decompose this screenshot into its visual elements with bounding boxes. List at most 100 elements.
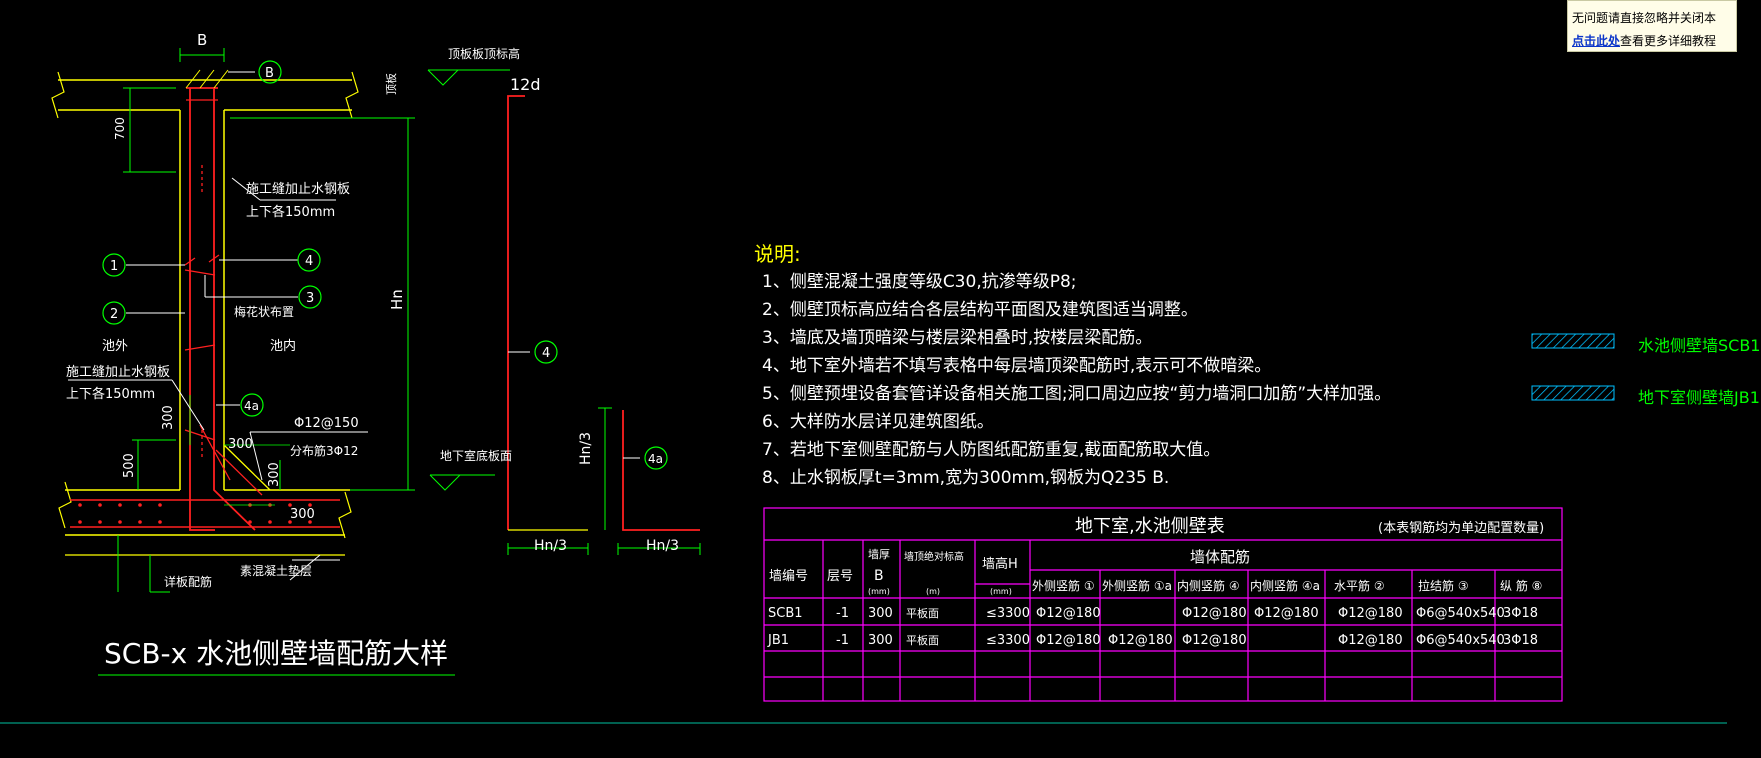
note-item: 1、侧壁混凝土强度等级C30,抗渗等级P8; [762, 272, 1077, 292]
table-cell: Φ12@180 [1254, 606, 1319, 621]
table-cell: -1 [836, 606, 849, 621]
th-outer-vert: 外侧竖筋 ① [1032, 578, 1095, 593]
label-waterstop-bot: 施工缝加止水钢板 [66, 365, 170, 380]
callout-2: 2 [110, 307, 118, 322]
dim-300-a: 300 [161, 405, 176, 430]
callout-4: 4 [305, 254, 313, 269]
legend-label-scb1: 水池侧壁墙SCB1 [1638, 336, 1761, 355]
th-thickness-unit: (mm) [868, 587, 890, 596]
table-cell: ≤3300 [986, 633, 1030, 648]
note-item: 4、地下室外墙若不填写表格中每层墙顶梁配筋时,表示可不做暗梁。 [762, 356, 1272, 376]
th-top-elev-unit: (m) [926, 587, 940, 596]
detail-title: SCB-x 水池侧壁墙配筋大样 [104, 637, 449, 670]
table-cell: 300 [868, 633, 893, 648]
dim-300-b: 300 [228, 437, 253, 452]
table-cell: Φ6@540x540 [1416, 633, 1505, 648]
legend [1531, 333, 1615, 401]
th-longitudinal: 纵 筋 ⑧ [1500, 578, 1542, 593]
table-cell: Φ12@180 [1036, 633, 1101, 648]
label-hn3-b: Hn/3 [534, 538, 567, 554]
note-item: 2、侧壁顶标高应结合各层结构平面图及建筑图适当调整。 [762, 300, 1198, 320]
callout-4-right: 4 [542, 346, 550, 361]
th-top-elev: 墙顶绝对标高 [904, 550, 964, 563]
help-popup: 无问题请直接忽略并关闭本 点击此处查看更多详细教程 [1567, 0, 1737, 52]
table-group-header: 墙体配筋 [1190, 548, 1250, 566]
table-cell: 3Φ18 [1503, 606, 1538, 621]
th-outer-vert-a: 外侧竖筋 ①a [1102, 578, 1172, 593]
table-cell: 平板面 [906, 633, 939, 647]
legend-swatch-scb1 [1531, 333, 1615, 349]
table-cell: Φ12@180 [1338, 633, 1403, 648]
callout-3: 3 [306, 291, 314, 306]
design-notes: 说明: 1、侧壁混凝土强度等级C30,抗渗等级P8; 2、侧壁顶标高应结合各层结… [748, 240, 1391, 492]
legend-label-jb1: 地下室侧壁墙JB1 [1638, 388, 1760, 407]
dim-500: 500 [122, 453, 137, 478]
dim-300-d: 300 [290, 507, 315, 522]
th-thickness: 墙厚 [868, 547, 890, 561]
callout-4a-right: 4a [648, 452, 663, 466]
wall-table [763, 507, 1563, 702]
table-cell: 300 [868, 606, 893, 621]
label-inside: 池内 [270, 338, 296, 354]
detail-labels: B B 顶板板顶标高 顶板 700 施工缝加止水钢板 上下各150mm 1 2 … [66, 31, 679, 589]
table-cell: 3Φ18 [1503, 633, 1538, 648]
th-height-unit: (mm) [990, 587, 1012, 596]
dim-300-c: 300 [267, 462, 282, 487]
label-12d: 12d [510, 75, 541, 94]
label-top-elev-2: 顶板 [384, 73, 398, 95]
callout-1: 1 [110, 259, 118, 274]
label-plain: 素混凝土垫层 [240, 563, 312, 578]
marker-b: B [265, 66, 274, 81]
table-cell: Φ6@540x540 [1416, 606, 1505, 621]
note-item: 7、若地下室侧壁配筋与人防图纸配筋重复,截面配筋取大值。 [762, 440, 1221, 460]
legend-swatch-jb1 [1531, 385, 1615, 401]
table-cell: 平板面 [906, 606, 939, 620]
table-cell: Φ12@180 [1182, 633, 1247, 648]
th-floor: 层号 [827, 569, 853, 584]
callout-circles [102, 60, 668, 470]
dim-700: 700 [113, 117, 127, 140]
label-waterstop-bot-2: 上下各150mm [66, 386, 155, 402]
label-top-elev: 顶板板顶标高 [448, 46, 520, 61]
rebar-spec: Φ12@150 [294, 416, 359, 431]
table-cell: -1 [836, 633, 849, 648]
th-tie: 拉结筋 ③ [1418, 578, 1469, 593]
label-hn3-vert: Hn/3 [578, 432, 594, 465]
note-item: 5、侧壁预埋设备套管详设备相关施工图;洞口周边应按“剪力墙洞口加筋”大样加强。 [762, 384, 1392, 404]
notes-header: 说明: [754, 242, 801, 266]
th-horizontal: 水平筋 ② [1334, 578, 1385, 593]
label-raft: 详板配筋 [164, 574, 212, 589]
table-note: (本表钢筋均为单边配置数量) [1378, 520, 1544, 536]
label-outside: 池外 [102, 339, 128, 354]
table-title: 地下室,水池侧壁表 [1075, 516, 1225, 537]
note-item: 8、止水钢板厚t=3mm,宽为300mm,钢板为Q235 B. [762, 468, 1170, 488]
th-thickness-b: B [874, 568, 884, 584]
table-cell: Φ12@180 [1036, 606, 1101, 621]
popup-line1: 无问题请直接忽略并关闭本 [1572, 11, 1717, 25]
table-cell: Φ12@180 [1182, 606, 1247, 621]
table-cell: Φ12@180 [1338, 606, 1403, 621]
rebar-dist: 分布筋3Φ12 [290, 443, 358, 458]
table-cell: SCB1 [768, 606, 803, 621]
label-waterstop-top: 施工缝加止水钢板 [246, 182, 350, 197]
th-inner-vert: 内侧竖筋 ④ [1177, 578, 1240, 593]
table-cell: ≤3300 [986, 606, 1030, 621]
label-plum: 梅花状布置 [234, 304, 294, 319]
popup-link[interactable]: 点击此处 [1572, 34, 1621, 48]
label-waterstop-top-2: 上下各150mm [246, 204, 335, 220]
wall-table-text: 地下室,水池侧壁表 (本表钢筋均为单边配置数量) 墙体配筋 墙编号 层号 墙厚 … [767, 516, 1544, 648]
table-cell: JB1 [767, 633, 789, 648]
popup-line2: 查看更多详细教程 [1620, 34, 1717, 48]
section-detail [51, 48, 701, 676]
label-hn: Hn [388, 289, 406, 310]
callout-4a: 4a [244, 399, 259, 413]
label-basement-floor: 地下室底板面 [440, 448, 512, 463]
th-wall-no: 墙编号 [769, 569, 808, 584]
label-hn3-c: Hn/3 [646, 538, 679, 554]
dim-b: B [197, 31, 207, 49]
th-inner-vert-a: 内侧竖筋 ④a [1250, 578, 1320, 593]
note-item: 3、墙底及墙顶暗梁与楼层梁相叠时,按楼层梁配筋。 [762, 328, 1153, 348]
table-cell: Φ12@180 [1108, 633, 1173, 648]
